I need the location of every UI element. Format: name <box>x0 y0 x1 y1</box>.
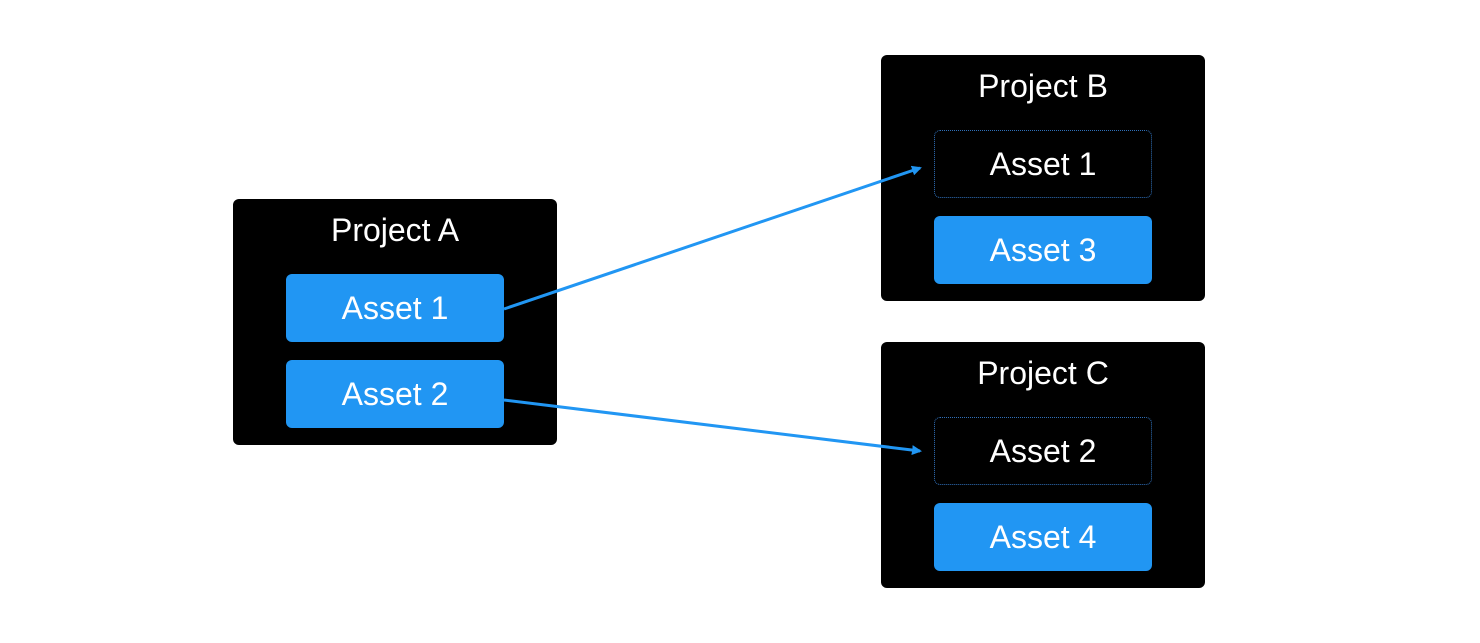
project-a-title: Project A <box>330 212 460 248</box>
project-a-asset-2[interactable]: Asset 2 <box>286 360 504 428</box>
link-arrow-a2-to-c2 <box>503 398 922 455</box>
project-b-asset-3[interactable]: Asset 3 <box>934 216 1152 284</box>
project-b-box: Project B Asset 1 Asset 3 <box>881 55 1205 301</box>
project-b-asset-1-linked[interactable]: Asset 1 <box>934 130 1152 198</box>
project-a-asset-1[interactable]: Asset 1 <box>286 274 504 342</box>
project-b-title: Project B <box>978 68 1108 104</box>
project-a-box: Project A Asset 1 Asset 2 <box>233 199 557 445</box>
link-arrow-a1-to-b1 <box>503 165 922 311</box>
project-c-box: Project C Asset 2 Asset 4 <box>881 342 1205 588</box>
project-c-asset-2-linked[interactable]: Asset 2 <box>934 417 1152 485</box>
project-c-asset-4[interactable]: Asset 4 <box>934 503 1152 571</box>
project-c-title: Project C <box>977 355 1109 391</box>
